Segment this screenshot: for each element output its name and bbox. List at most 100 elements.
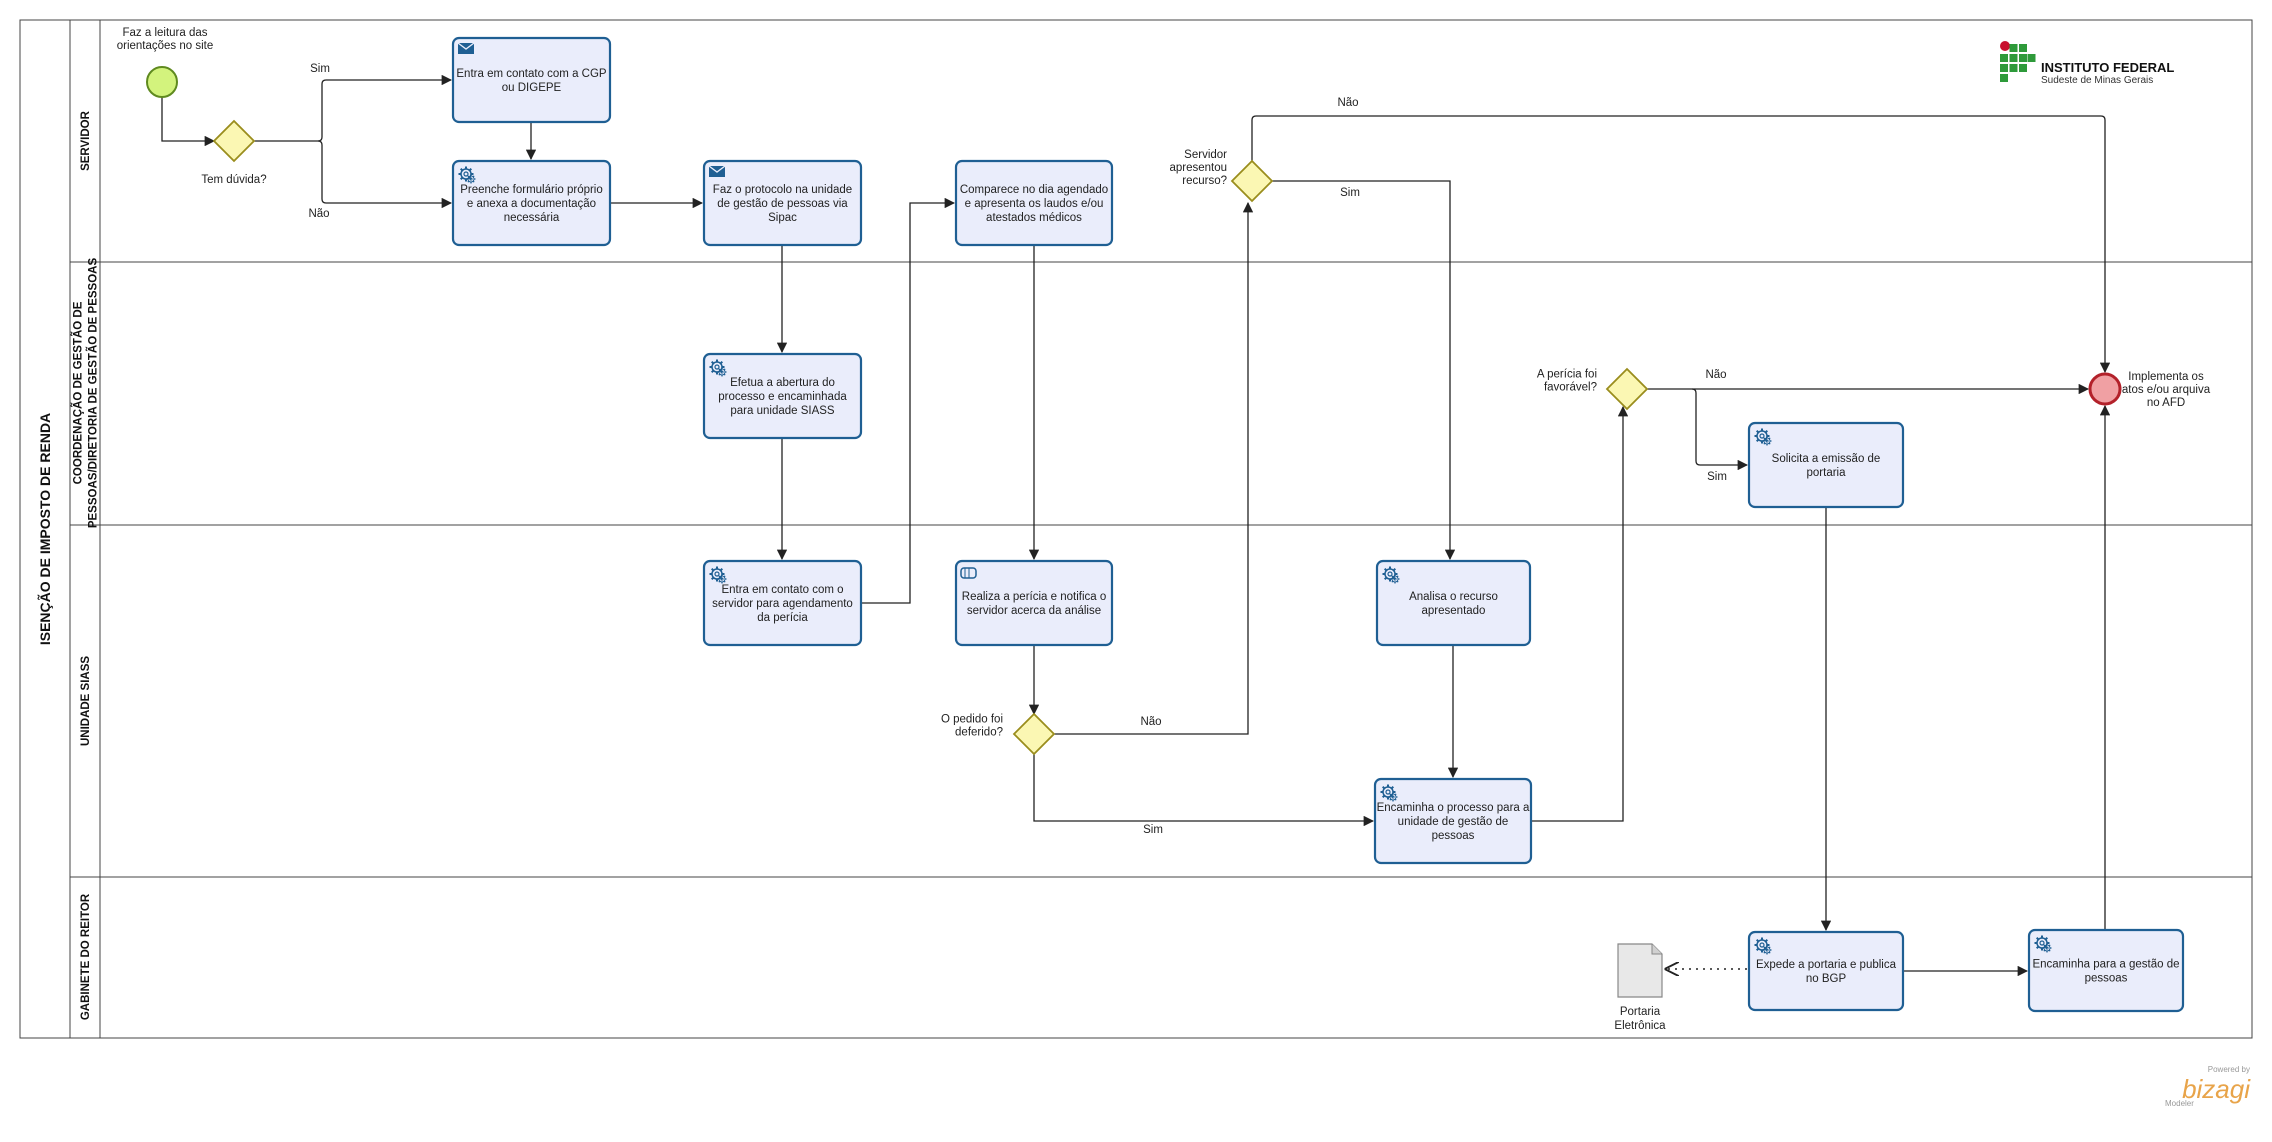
envelope-icon <box>708 165 726 177</box>
task-label: Expede a portaria e publica <box>1756 959 1897 971</box>
gateway-diamond <box>1605 367 1649 411</box>
gateway-g1: Tem dúvida? <box>201 119 267 186</box>
logo-square <box>2009 44 2018 52</box>
institution-logo: INSTITUTO FEDERAL Sudeste de Minas Gerai… <box>2000 41 2174 86</box>
envelope-icon <box>457 42 475 54</box>
task-label: Analisa o recurso <box>1409 591 1498 603</box>
task-label: e apresenta os laudos e/ou <box>965 198 1104 210</box>
pool-border <box>19 19 2253 1039</box>
task-label: no BGP <box>1806 973 1847 985</box>
task-label: apresentado <box>1422 605 1486 617</box>
flow-t6-to-t4 <box>861 197 956 604</box>
task-label: Entra em contato com a CGP <box>456 68 607 80</box>
logo-subtitle: Sudeste de Minas Gerais <box>2041 75 2153 86</box>
pool-title: ISENÇÃO DE IMPOSTO DE RENDA <box>36 413 53 645</box>
gateway-label: deferido? <box>955 727 1003 739</box>
lane-title-gabinete: GABINETE DO REITOR <box>80 893 92 1020</box>
bizagi-brand: bizagi <box>2182 1074 2251 1104</box>
document-label: Portaria <box>1620 1006 1661 1018</box>
gateway-label: recurso? <box>1182 175 1227 187</box>
task-box <box>954 159 1114 247</box>
task-label: necessária <box>504 212 560 224</box>
logo-square <box>2009 54 2018 62</box>
task-label: da perícia <box>757 612 808 624</box>
task-label: Realiza a perícia e notifica o <box>962 591 1106 603</box>
task-label: de gestão de pessoas via <box>717 198 848 210</box>
flow-label-g1_nao: Não <box>308 208 329 220</box>
gateway-label: O pedido foi <box>941 714 1003 726</box>
task-label: Sipac <box>768 212 797 224</box>
task-label: Encaminha o processo para a <box>1377 802 1530 814</box>
task-t1: Entra em contato com a CGP ou DIGEPE <box>451 36 612 124</box>
logo-red-dot <box>2000 41 2010 51</box>
flow-label-g2_sim: Sim <box>1340 187 1360 199</box>
task-box <box>451 36 612 124</box>
flow-g2-sim <box>1272 180 1456 561</box>
gateway-label: apresentou <box>1169 162 1227 174</box>
flow-label-g4_sim: Sim <box>1143 824 1163 836</box>
task-label: para unidade SIASS <box>730 405 835 417</box>
task-box <box>1375 559 1532 647</box>
task-t8: Analisa o recurso apresentado <box>1375 559 1532 647</box>
logo-name: INSTITUTO FEDERAL <box>2041 60 2174 75</box>
start-event-label: Faz a leitura das <box>122 27 207 39</box>
logo-square <box>2027 54 2036 62</box>
gateway-label: Tem dúvida? <box>201 174 266 186</box>
task-box <box>2027 928 2185 1013</box>
start-event-circle <box>146 66 178 98</box>
task-box <box>702 559 863 647</box>
logo-square <box>2019 64 2027 72</box>
task-label: Faz o protocolo na unidade <box>713 184 852 196</box>
lane-title-coord: PESSOAS/DIRETORIA DE GESTÃO DE PESSOAS <box>87 258 100 529</box>
end-event-label: atos e/ou arquiva <box>2122 384 2211 396</box>
flow-label-g2_nao: Não <box>1337 97 1358 109</box>
task-t11: Expede a portaria e publica no BGP <box>1747 930 1905 1012</box>
end-event-label: no AFD <box>2147 397 2185 409</box>
task-t4: Comparece no dia agendado e apresenta os … <box>954 159 1114 247</box>
task-label: Efetua a abertura do <box>730 377 835 389</box>
task-box <box>1747 421 1905 509</box>
end-event-circle <box>2088 372 2122 406</box>
task-box <box>1747 930 1905 1012</box>
logo-square <box>2000 74 2008 82</box>
flow-g3-sim <box>1691 388 1749 471</box>
logo-square <box>2019 54 2027 62</box>
gateway-label: favorável? <box>1544 382 1597 394</box>
task-label: ou DIGEPE <box>502 82 562 94</box>
flow-label-g3_sim: Sim <box>1707 471 1727 483</box>
task-label: servidor acerca da análise <box>967 605 1101 617</box>
end-event-label: Implementa os <box>2128 371 2204 383</box>
logo-square <box>2009 64 2018 72</box>
gateway-label: A perícia foi <box>1537 369 1597 381</box>
logo-square <box>2019 44 2027 52</box>
task-t3: Faz o protocolo na unidade de gestão de p… <box>702 159 863 247</box>
gateway-diamond <box>1012 712 1056 756</box>
task-label: e anexa a documentação <box>467 198 596 210</box>
task-label: Solicita a emissão de <box>1772 453 1881 465</box>
document-icon <box>1617 943 1663 998</box>
lane-title-servidor: SERVIDOR <box>80 110 92 171</box>
flow-g2-nao <box>1251 115 2111 374</box>
flow-label-g3_nao: Não <box>1705 369 1726 381</box>
task-label: Preenche formulário próprio <box>460 184 603 196</box>
modeler-text: Modeler <box>2165 1099 2194 1108</box>
flow-g1-nao <box>317 140 453 209</box>
task-label: Comparece no dia agendado <box>960 184 1108 196</box>
flow-label-g1_sim: Sim <box>310 63 330 75</box>
start-event-label: orientações no site <box>117 40 214 52</box>
task-t2: Preenche formulário próprio e anexa a doc… <box>451 159 612 247</box>
powered-by-text: Powered by <box>2208 1065 2250 1074</box>
flow-label-g4_nao: Não <box>1140 716 1161 728</box>
gateway-diamond <box>212 119 256 163</box>
task-label: Entra em contato com o <box>721 584 843 596</box>
